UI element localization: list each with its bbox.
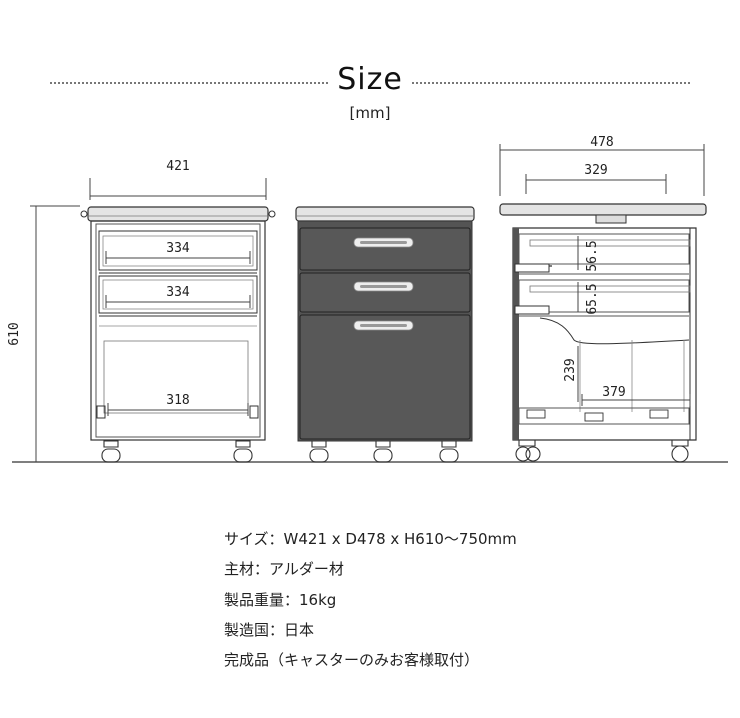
side-section-view: 478 329 56.5 65. xyxy=(499,135,707,463)
spec-assembly: 完成品（キャスターのみお客様取付） xyxy=(224,651,480,669)
caster-icon xyxy=(101,440,253,463)
front-width-label: 421 xyxy=(166,159,189,174)
drawer-height-2-label: 65.5 xyxy=(585,283,600,314)
caster-icon xyxy=(515,439,689,463)
spec-material: 主材：アルダー材 xyxy=(224,560,344,578)
drawer2-inner-label: 334 xyxy=(166,285,190,300)
drawer1-inner-label: 334 xyxy=(166,241,190,256)
spec-weight: 製品重量：16kg xyxy=(224,591,337,609)
open-inner-label: 318 xyxy=(166,393,189,408)
front-drawer-view xyxy=(295,206,475,463)
total-height-label: 610 xyxy=(7,322,22,345)
page-title: Size xyxy=(337,62,403,97)
caster-icon xyxy=(309,440,459,463)
spec-size: サイズ：W421 x D478 x H610〜750mm xyxy=(224,530,517,548)
title-left-dots xyxy=(50,82,328,84)
unit-label: [mm] xyxy=(349,104,391,122)
open-depth-label: 379 xyxy=(602,385,625,400)
spec-origin: 製造国：日本 xyxy=(224,621,315,639)
open-height-label: 239 xyxy=(563,358,578,381)
side-depth-label: 478 xyxy=(590,135,613,150)
side-inner-depth-label: 329 xyxy=(584,163,607,178)
title-right-dots xyxy=(412,82,690,84)
drawer-height-1-label: 56.5 xyxy=(585,240,600,271)
front-frame-view: 421 610 334 334 318 xyxy=(7,159,276,463)
